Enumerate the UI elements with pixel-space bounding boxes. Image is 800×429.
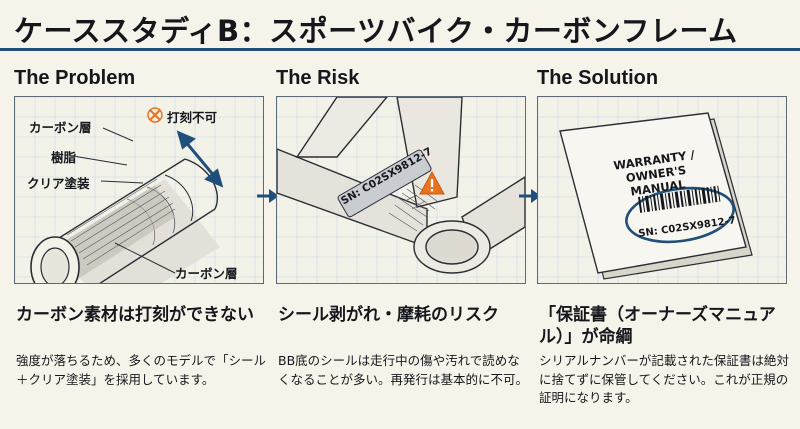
barcode-bars — [638, 185, 721, 213]
problem-headline: カーボン素材は打刻ができない — [16, 305, 254, 325]
solution-heading: The Solution — [537, 67, 659, 89]
solution-headline: 「保証書（オーナーズマニュアル）」が命綱 — [539, 305, 776, 347]
resin-label: 樹脂 — [51, 150, 77, 165]
risk-description: BB底のシールは走行中の傷や汚れで読めなくなることが多い。再発行は基本的に不可。 — [278, 353, 529, 387]
clear-coat-label: クリア塗装 — [27, 176, 90, 191]
risk-illustration: SN: C02SX9812-7 — [276, 96, 526, 284]
no-engraving-label: 打刻不可 — [167, 110, 218, 125]
problem-illustration: カーボン層 樹脂 クリア塗装 カーボン層 打刻不可 — [14, 96, 264, 284]
title-divider — [0, 48, 800, 51]
problem-heading: The Problem — [14, 67, 136, 89]
serial-sticker — [337, 149, 432, 218]
arrow-right-icon — [519, 188, 541, 207]
barcode-icon — [625, 186, 735, 244]
carbon-tube — [30, 158, 220, 283]
solution-column: The Solution — [537, 64, 789, 405]
solution-illustration: WARRANTY / OWNER'S MANUAL SN: C02SX9812-… — [537, 96, 787, 284]
carbon-layer-label: カーボン層 — [29, 120, 92, 135]
manual-booklet — [559, 112, 753, 280]
problem-description: 強度が落ちるため、多くのモデルで「シール＋クリア塗装」を採用しています。 — [16, 353, 267, 387]
depth-arrow — [176, 130, 224, 188]
cross-icon — [147, 107, 163, 123]
risk-heading: The Risk — [276, 67, 360, 89]
problem-column: The Problem — [14, 64, 266, 387]
risk-column: The Risk SN: C02SX9812-7 — [276, 64, 528, 387]
solution-description: シリアルナンバーが記載された保証書は絶対に捨てずに保管してください。これが正規の… — [539, 353, 789, 405]
page-title: ケーススタディB：スポーツバイク・カーボンフレーム — [14, 14, 738, 48]
arrow-right-icon — [257, 188, 279, 207]
risk-headline: シール剥がれ・摩耗のリスク — [278, 305, 499, 325]
carbon-layer-inner-label: カーボン層 — [175, 266, 238, 281]
